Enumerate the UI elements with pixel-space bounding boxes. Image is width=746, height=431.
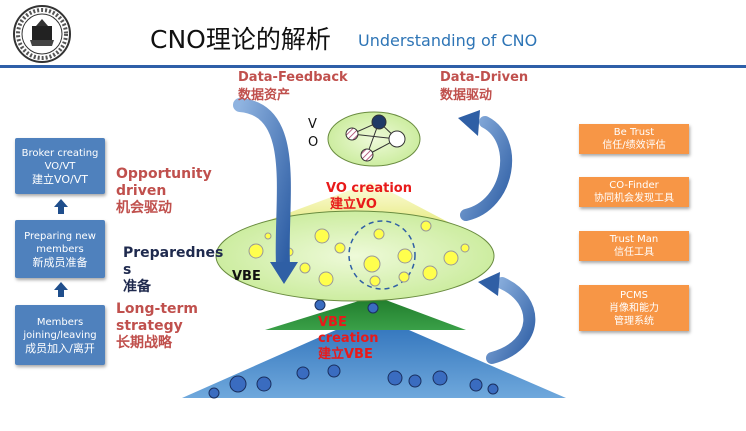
- vo-network: [345, 114, 406, 162]
- data-driven-label-en: Data-Driven: [440, 70, 529, 85]
- tool-pcms-cn2: 管理系统: [614, 315, 654, 327]
- vo-label-o: O: [308, 135, 319, 150]
- tool-pcms-cn: 肖像和能力: [609, 302, 659, 314]
- data-driven-arrowhead: [458, 110, 480, 136]
- vbe-label: VBE: [232, 269, 261, 284]
- step-members-joining: Members joining/leaving 成员加入/离开: [15, 305, 105, 365]
- university-seal-icon: [13, 5, 71, 63]
- preparedness-label-1: Preparednes: [123, 245, 224, 261]
- step-members-en1: Members: [36, 316, 84, 328]
- tool-pcms-en: PCMS: [620, 289, 648, 301]
- data-feedback-label-cn: 数据资产: [238, 88, 291, 103]
- member-bubbles: [208, 299, 499, 399]
- step-members-cn: 成员加入/离开: [25, 341, 95, 355]
- tool-co-finder-en: CO-Finder: [609, 180, 659, 191]
- page-title-en: Understanding of CNO: [358, 31, 538, 50]
- organization-circles: [248, 220, 470, 287]
- tool-pcms: PCMS 肖像和能力 管理系统: [579, 285, 689, 331]
- vo-creation-label-en: VO creation: [326, 181, 412, 196]
- tool-trust-man: Trust Man 信任工具: [579, 231, 689, 261]
- step-preparing-cn: 新成员准备: [32, 255, 88, 269]
- opportunity-label-1: Opportunity: [116, 166, 212, 182]
- tool-co-finder-cn: 协同机会发现工具: [594, 193, 674, 204]
- vbe-driven-arrowhead: [478, 272, 500, 296]
- preparedness-label-2: s: [123, 262, 132, 278]
- university-logo: [12, 4, 72, 64]
- vo-creation-triangle: [264, 182, 448, 222]
- data-driven-arrow: [460, 116, 513, 221]
- tool-be-trust-cn: 信任/绩效评估: [602, 140, 666, 151]
- tool-co-finder: CO-Finder 协同机会发现工具: [579, 177, 689, 207]
- step-preparing-en1: Preparing new: [24, 230, 96, 242]
- preparedness-label-cn: 准备: [123, 279, 151, 295]
- data-feedback-arrow: [233, 98, 291, 272]
- tool-be-trust-en: Be Trust: [613, 127, 655, 138]
- opportunity-label-cn: 机会驱动: [116, 200, 172, 216]
- vo-creation-label-cn: 建立VO: [330, 197, 377, 212]
- step-broker-cn: 建立VO/VT: [32, 172, 88, 186]
- data-feedback-label-en: Data-Feedback: [238, 70, 348, 85]
- longterm-label-2: strategy: [116, 318, 183, 334]
- header-divider: [0, 65, 746, 68]
- longterm-label-cn: 长期战略: [116, 335, 172, 351]
- vbe-base-triangle: [182, 314, 566, 398]
- step-members-en2: joining/leaving: [23, 329, 97, 341]
- vbe-driven-arrow: [486, 277, 536, 364]
- tool-trust-man-en: Trust Man: [609, 234, 659, 245]
- tool-trust-man-cn: 信任工具: [614, 247, 654, 258]
- longterm-label-1: Long-term: [116, 301, 199, 317]
- data-feedback-arrowhead: [270, 262, 298, 284]
- step-preparing-members: Preparing new members 新成员准备: [15, 220, 105, 278]
- vbe-creation-label-cn: 建立VBE: [318, 347, 373, 362]
- vo-ellipse: [327, 111, 421, 167]
- step-broker-creating: Broker creating VO/VT 建立VO/VT: [15, 138, 105, 194]
- vbe-creation-triangle: [265, 296, 466, 330]
- vbe-creation-label-2: creation: [318, 331, 379, 346]
- step-up-arrow-1: [54, 199, 68, 214]
- page-title-cn: CNO理论的解析: [150, 25, 331, 54]
- step-preparing-en2: members: [36, 243, 84, 255]
- step-broker-en1: Broker creating: [21, 147, 99, 159]
- step-broker-en2: VO/VT: [44, 160, 76, 172]
- tool-be-trust: Be Trust 信任/绩效评估: [579, 124, 689, 154]
- data-driven-label-cn: 数据驱动: [440, 88, 493, 103]
- vo-selection-circle: [348, 220, 416, 290]
- step-up-arrow-2: [54, 282, 68, 297]
- vo-label-v: V: [308, 117, 317, 132]
- vbe-creation-label-1: VBE: [318, 315, 347, 330]
- opportunity-label-2: driven: [116, 183, 167, 199]
